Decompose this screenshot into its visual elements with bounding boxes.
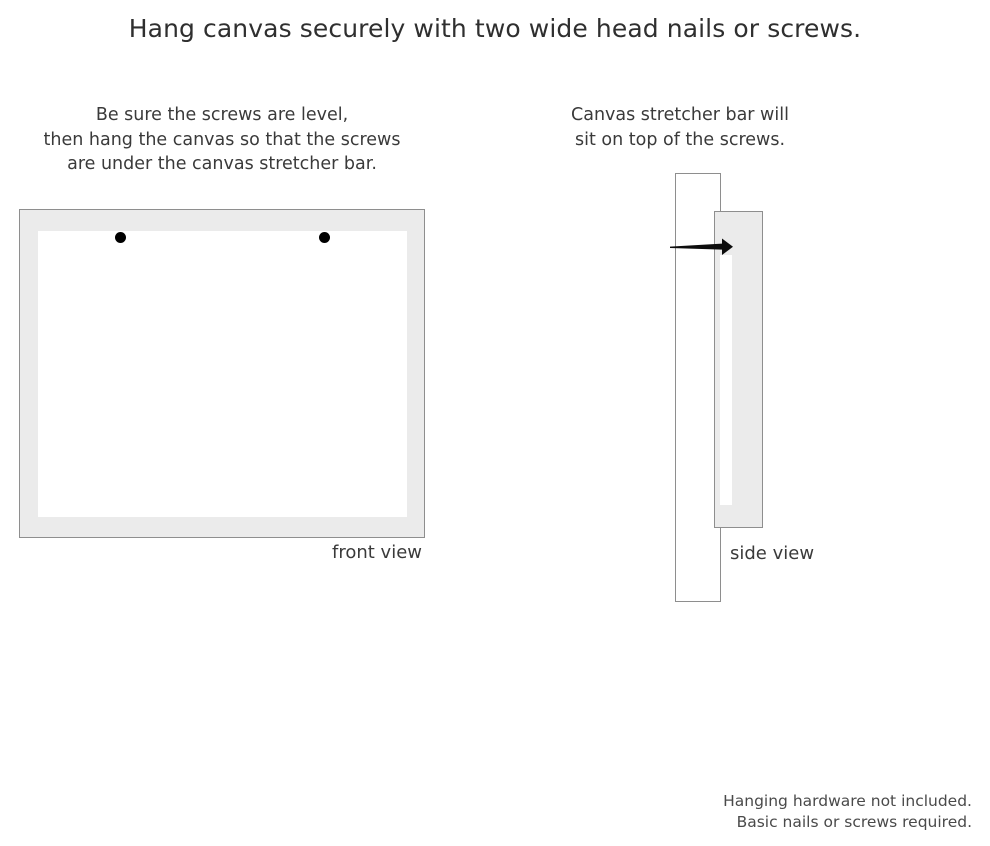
- side-view-caption: Canvas stretcher bar will sit on top of …: [520, 103, 840, 152]
- canvas-face-front: [38, 231, 407, 517]
- screw-head-icon-left: [115, 232, 126, 243]
- canvas-face-side: [720, 255, 732, 505]
- footer-note-line-2: Basic nails or screws required.: [736, 813, 972, 831]
- front-view-label: front view: [332, 542, 422, 563]
- front-view-caption-line-2: then hang the canvas so that the screws: [43, 129, 401, 150]
- front-view-caption-line-3: are under the canvas stretcher bar.: [67, 154, 377, 174]
- side-view-caption-line-2: sit on top of the screws.: [574, 129, 786, 150]
- front-view-diagram: [19, 209, 425, 538]
- screw-head-icon-right: [319, 232, 330, 243]
- front-view-caption-line-1: Be sure the screws are level,: [95, 105, 349, 125]
- page-title: Hang canvas securely with two wide head …: [128, 14, 862, 43]
- side-view-diagram: [660, 165, 840, 615]
- nail-icon: [670, 237, 740, 259]
- footer-note: Hanging hardware not included. Basic nai…: [723, 791, 972, 833]
- front-view-caption: Be sure the screws are level, then hang …: [0, 103, 444, 177]
- side-view-label: side view: [730, 543, 815, 564]
- footer-note-line-1: Hanging hardware not included.: [723, 792, 972, 810]
- side-view-caption-line-1: Canvas stretcher bar will: [571, 105, 789, 125]
